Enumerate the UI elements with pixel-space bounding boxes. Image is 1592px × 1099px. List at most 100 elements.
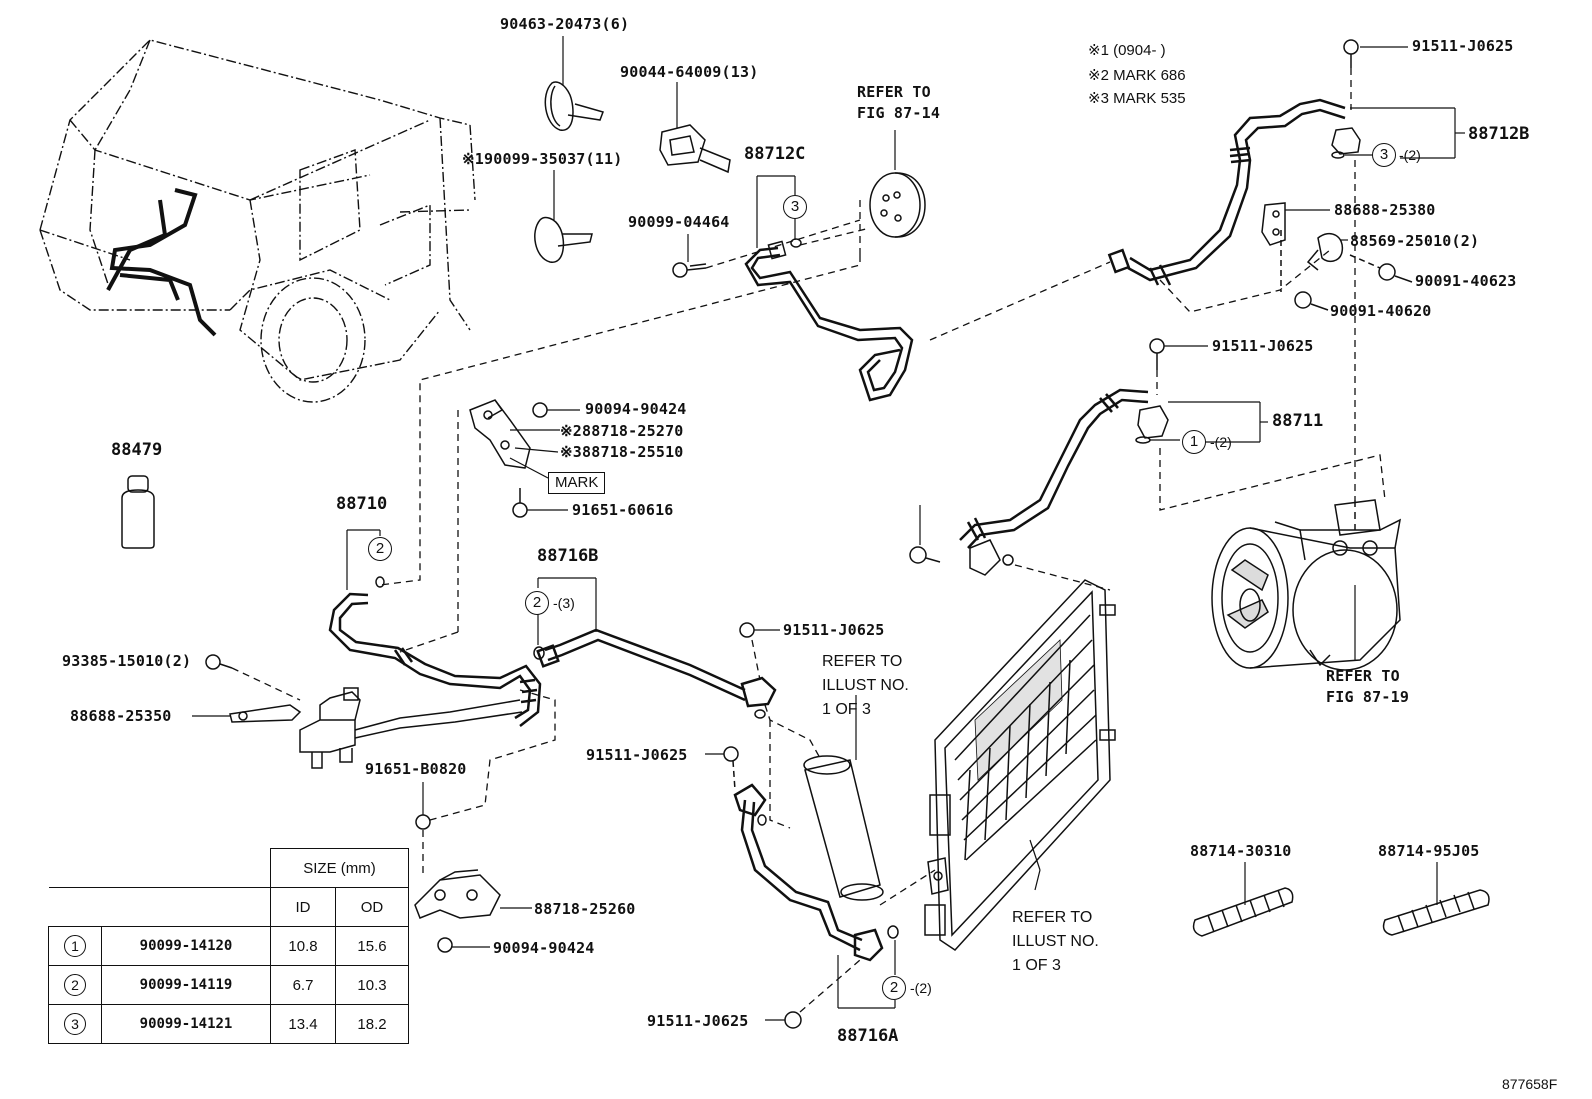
- bolt-91511-88711: [1149, 338, 1208, 370]
- part-91511-j0625-bottom-label[interactable]: 91511-J0625: [647, 1012, 749, 1030]
- leaders-88718-mark: [509, 429, 560, 479]
- part-90091-40623-label[interactable]: 90091-40623: [1415, 272, 1517, 290]
- part-88716b-label[interactable]: 88716B: [537, 546, 599, 566]
- row-id: 13.4: [270, 1004, 336, 1044]
- tube-88714-30310: [1192, 862, 1294, 937]
- hose-88710: [328, 592, 542, 727]
- part-90099-35037-label[interactable]: ※190099-35037(11): [462, 150, 623, 168]
- hose-88712b: [1107, 98, 1346, 286]
- part-91651-b0820-label[interactable]: 91651-B0820: [365, 760, 467, 778]
- refer-illust-1-line2: ILLUST NO.: [822, 677, 909, 694]
- refer-fig-87-19-label[interactable]: REFER TO: [1326, 667, 1400, 685]
- row-ref: 2: [48, 965, 102, 1005]
- part-91511-j0625-mid-label[interactable]: 91511-J0625: [586, 746, 688, 764]
- block-88712b: [1331, 127, 1361, 159]
- part-88569-25010-label[interactable]: 88569-25010(2): [1350, 232, 1480, 250]
- part-91651-60616-label[interactable]: 91651-60616: [572, 501, 674, 519]
- part-88712c-label[interactable]: 88712C: [744, 144, 806, 164]
- oring-ref-1-88711: 1: [1182, 430, 1206, 454]
- refer-fig-87-14-number[interactable]: FIG 87-14: [857, 104, 941, 122]
- bracket-88718-mark: [469, 399, 531, 469]
- bolt-90091-40620: [1280, 230, 1329, 311]
- table-row: 1 90099-14120 10.8 15.6: [48, 926, 409, 966]
- row-part-number[interactable]: 90099-14121: [101, 1004, 271, 1044]
- pipe-88716b: [536, 628, 777, 708]
- oil-bottle-88479: [121, 475, 155, 549]
- row-id: 6.7: [270, 965, 336, 1005]
- part-88710-label[interactable]: 88710: [336, 494, 388, 514]
- vehicle-ac-lines: [106, 188, 217, 337]
- part-90044-64009-label[interactable]: 90044-64009(13): [620, 63, 759, 81]
- leaders-88712c: [687, 175, 796, 262]
- part-88716a-label[interactable]: 88716A: [837, 1026, 899, 1046]
- bolt-91511-mid: [705, 746, 739, 791]
- footnote-2: ※2 MARK 686: [1088, 67, 1186, 84]
- oring-ref-2-88710: 2: [368, 537, 392, 561]
- compressor-port-87-14: [869, 130, 926, 238]
- leaders-88710: [346, 529, 381, 590]
- bolt-90099-04464: [672, 262, 707, 278]
- bolt-90094-90424-a: [532, 402, 580, 418]
- part-88711-label[interactable]: 88711: [1272, 411, 1324, 431]
- bolt-91651-60616: [512, 488, 568, 518]
- oring-qty-88716a: -(2): [910, 980, 932, 996]
- row-part-number[interactable]: 90099-14119: [101, 965, 271, 1005]
- table-blank: [48, 848, 271, 888]
- receiver-dryer: [803, 695, 884, 901]
- band-clamp-90463: [544, 81, 604, 131]
- part-88718-25270-label[interactable]: ※288718-25270: [560, 422, 684, 440]
- row-od: 18.2: [335, 1004, 409, 1044]
- row-od: 10.3: [335, 965, 409, 1005]
- part-88718-25260-label[interactable]: 88718-25260: [534, 900, 636, 918]
- bracket-88688-25380: [1261, 202, 1330, 246]
- pipe-88716a: [733, 783, 884, 962]
- row-part-number[interactable]: 90099-14120: [101, 926, 271, 966]
- part-90463-20473-label[interactable]: 90463-20473(6): [500, 15, 630, 33]
- part-88688-25350-label[interactable]: 88688-25350: [70, 707, 172, 725]
- condenser: [924, 579, 1116, 951]
- part-90094-90424-a-label[interactable]: 90094-90424: [585, 400, 687, 418]
- part-90094-90424-b-label[interactable]: 90094-90424: [493, 939, 595, 957]
- part-88714-95j05-label[interactable]: 88714-95J05: [1378, 842, 1480, 860]
- bolt-91511-cond: [739, 622, 780, 638]
- refer-illust-2-line2: ILLUST NO.: [1012, 933, 1099, 950]
- part-93385-15010-label[interactable]: 93385-15010(2): [62, 652, 192, 670]
- dashed-88712b: [929, 68, 1356, 500]
- refer-fig-87-14-label[interactable]: REFER TO: [857, 83, 931, 101]
- part-90091-40620-label[interactable]: 90091-40620: [1330, 302, 1432, 320]
- oring-88710: [375, 576, 385, 588]
- oring-size-table: SIZE (mm) ID OD 1 90099-14120 10.8 15.6 …: [48, 848, 409, 1044]
- bolt-91511-bottom: [765, 1011, 802, 1029]
- row-od: 15.6: [335, 926, 409, 966]
- bracket-88688-25350: [192, 704, 302, 723]
- bolt-90094-90424-b: [437, 937, 490, 953]
- dashed-88712c: [379, 200, 871, 586]
- table-row: 2 90099-14119 6.7 10.3: [48, 965, 409, 1005]
- part-91511-j0625-top-label[interactable]: 91511-J0625: [1412, 37, 1514, 55]
- part-90099-04464-label[interactable]: 90099-04464: [628, 213, 730, 231]
- footnote-1: ※1 (0904- ): [1088, 42, 1166, 59]
- band-clamp-90044: [659, 124, 731, 174]
- hose-88711: [959, 388, 1149, 549]
- part-91511-j0625-88711-label[interactable]: 91511-J0625: [1212, 337, 1314, 355]
- compressor-unit: [1211, 499, 1402, 671]
- oring-qty-88712b: -(2): [1399, 147, 1421, 163]
- valve-block: [299, 687, 523, 769]
- part-88688-25380-label[interactable]: 88688-25380: [1334, 201, 1436, 219]
- dashed-88711: [1156, 370, 1386, 511]
- part-91511-j0625-cond-label[interactable]: 91511-J0625: [783, 621, 885, 639]
- part-88718-25510-label[interactable]: ※388718-25510: [560, 443, 684, 461]
- part-88714-30310-label[interactable]: 88714-30310: [1190, 842, 1292, 860]
- leaders-88716b: [537, 577, 597, 645]
- table-blank: [48, 887, 271, 927]
- diagram-id: 877658F: [1502, 1076, 1558, 1092]
- table-row: 3 90099-14121 13.4 18.2: [48, 1004, 409, 1044]
- hose-88712c: [744, 238, 914, 402]
- part-88479-label[interactable]: 88479: [111, 440, 163, 460]
- tube-88714-95j05: [1382, 862, 1490, 936]
- row-ref: 1: [48, 926, 102, 966]
- refer-illust-1-line1: REFER TO: [822, 653, 903, 670]
- part-88712b-label[interactable]: 88712B: [1468, 124, 1530, 144]
- refer-fig-87-19-number[interactable]: FIG 87-19: [1326, 688, 1410, 706]
